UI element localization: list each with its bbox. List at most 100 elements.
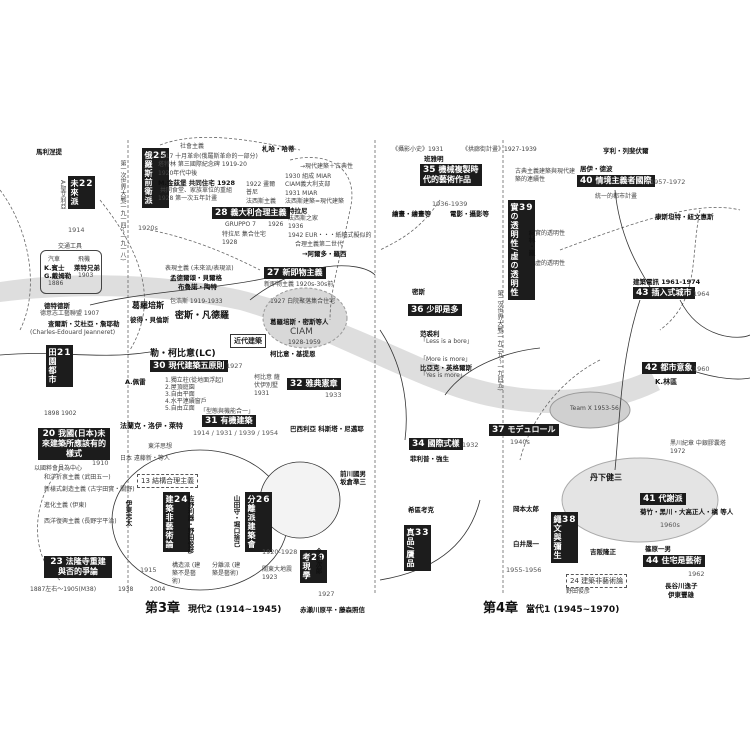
note: 2004 xyxy=(150,586,166,593)
note: 長谷川逸子 xyxy=(665,582,698,590)
note: →阿爾多・羅西 xyxy=(302,250,347,258)
year-26: 1920-1928 xyxy=(262,548,298,556)
year-31: 1914 / 1931 / 1939 / 1954 xyxy=(193,429,279,437)
note: 比亞克・英格爾斯 xyxy=(420,364,472,372)
note: 密斯・凡德羅 xyxy=(175,311,230,321)
note: 馬利涅提 xyxy=(36,148,62,156)
note: CIAM xyxy=(290,327,313,337)
year-30: 1927 xyxy=(226,362,243,370)
note: 1930 組成 MIAR xyxy=(285,173,332,180)
ref-13-structural-rationalism[interactable]: 13 結構合理主義 xyxy=(137,474,199,488)
year-41: 1960s xyxy=(660,521,680,529)
note: 伊東豐雄 xyxy=(668,591,694,599)
note: 虛的透明性 xyxy=(535,260,566,267)
note: 1922 畫爾普尼 xyxy=(246,181,276,196)
note: A.佩雷 xyxy=(125,378,146,386)
note: 日本 遠藤新・等人 xyxy=(120,455,170,462)
note: 進化主義 (伊東) xyxy=(44,502,87,509)
note: G.戴姆勒 xyxy=(44,272,72,280)
year-44: 1962 xyxy=(688,570,705,578)
note: M.金茲堡 共同住宅 1928 xyxy=(158,179,236,187)
year-29: 1927 xyxy=(318,590,335,598)
year-32: 1933 xyxy=(325,391,342,399)
note: 1942 EUR・・・紙幅式擬似的 xyxy=(288,232,372,239)
note: 新樣式創造主義 (古宇田實・關野) xyxy=(44,486,135,493)
note: 葛羅培斯 xyxy=(132,301,164,310)
transport-frame xyxy=(40,250,102,294)
note: 以國粹會員為中心 xyxy=(34,465,83,472)
note: 汽車 xyxy=(48,256,61,263)
note: 柯比意 薩伏伊別墅 1931 xyxy=(254,374,280,397)
note: 法西斯主義 xyxy=(246,198,277,205)
note: 《拱廊街計畫》1927-1939 xyxy=(462,146,537,153)
year-35: 1936-1939 xyxy=(432,200,468,208)
note: 古典主義建築與現代建築的連續性 xyxy=(515,168,576,183)
ciam-region xyxy=(262,287,348,349)
note: 交通工具 xyxy=(58,243,83,250)
note: 1886 xyxy=(48,280,64,287)
note: 和洋折衷主義 (武田五一) xyxy=(44,474,111,481)
note: 白井晟一 xyxy=(513,540,539,548)
year-22: 1914 xyxy=(68,226,85,234)
year-34: 1932 xyxy=(462,441,479,449)
year-38: 1955-1956 xyxy=(506,566,542,574)
note: 葛羅培斯・密斯等人 xyxy=(270,318,329,326)
note: 1928 第一次五年計畫 xyxy=(158,195,218,202)
note: 2.屋頂庭園 xyxy=(165,384,195,391)
note: 岡本太郎 xyxy=(513,505,539,513)
note: 丹下健三 xyxy=(590,473,622,482)
note: (Charles-Edouard Jeanneret) xyxy=(30,329,116,336)
note: 合理主義第二世代 xyxy=(295,241,344,248)
note: 黑川紀章 中銀膠囊塔 1972 xyxy=(670,440,726,455)
note: 伊東忠太 xyxy=(124,500,132,526)
note: 法西斯之家 xyxy=(288,215,319,222)
note: 1931 MIAR xyxy=(285,190,318,197)
note: K.林區 xyxy=(655,378,678,386)
ref-24-architecture-not-art[interactable]: 24 建築非藝術論 xyxy=(566,574,628,588)
note: 1928-1959 xyxy=(288,339,321,346)
note: 「More is more」 xyxy=(420,356,472,363)
note: 3.自由平面 xyxy=(165,391,195,398)
note: 篠原一男 xyxy=(645,545,671,553)
note: 4.水平連續窗戶 xyxy=(165,398,207,405)
chapter-subtitle: 現代2 (1914~1945) xyxy=(188,605,282,615)
note: 彼得・貝倫斯 xyxy=(130,316,169,324)
note: 赤瀨川原平・藤森照信 xyxy=(300,606,365,614)
note: 亨利・列斐伏爾 xyxy=(603,147,649,155)
note: 「型態與機能合一」 xyxy=(200,408,255,415)
note: 范裘利 xyxy=(420,330,440,338)
note: 特拉尼 xyxy=(288,207,308,215)
note: 康斯坦特・紐文惠斯 xyxy=(655,213,714,221)
note: 飛機 xyxy=(78,256,91,263)
note: 查爾斯・艾杜亞・詹耶勒 xyxy=(48,320,120,328)
note: 1917 十月革命(俄羅斯革命的一部分) xyxy=(158,153,258,160)
note: 1887左右～1905(M38) xyxy=(30,586,97,593)
note: 今和次郎 xyxy=(314,548,322,574)
